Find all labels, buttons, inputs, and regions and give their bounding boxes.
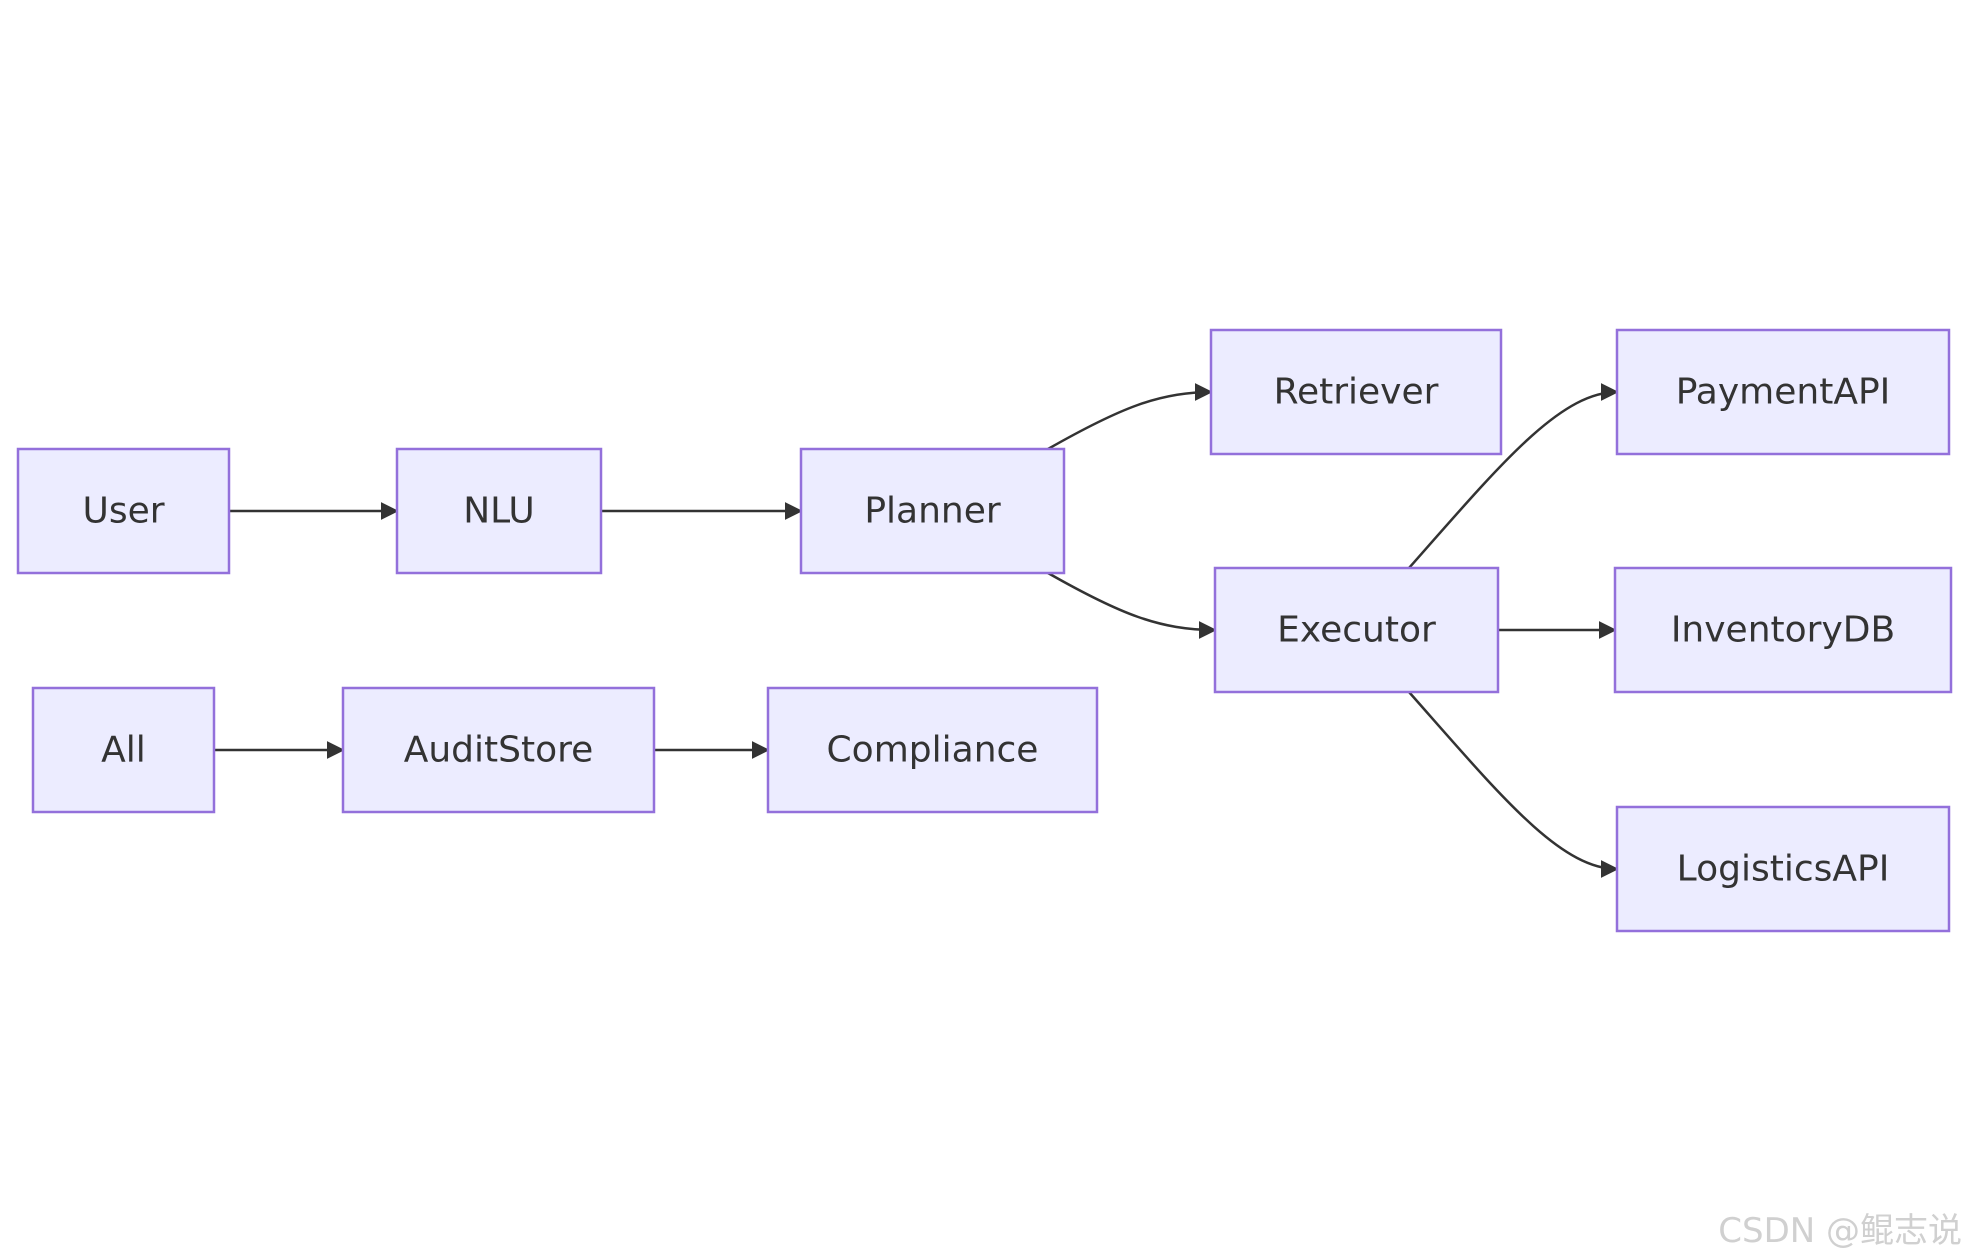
node-compliance: Compliance <box>766 686 1099 814</box>
node-label-compliance: Compliance <box>827 730 1039 771</box>
node-label-planner: Planner <box>864 491 1001 532</box>
edges-layer <box>214 383 1619 878</box>
edge-executor-to-logisticsapi <box>1408 691 1619 878</box>
node-box-auditstore <box>341 686 656 814</box>
node-label-inventorydb: InventoryDB <box>1671 610 1895 651</box>
node-all: All <box>31 686 216 814</box>
node-box-retriever <box>1209 328 1503 456</box>
node-label-logisticsapi: LogisticsAPI <box>1677 849 1890 890</box>
node-nlu: NLU <box>395 447 603 575</box>
edge-planner-to-executor <box>1047 571 1217 639</box>
node-executor: Executor <box>1213 566 1500 694</box>
node-box-compliance <box>766 686 1099 814</box>
edge-executor-to-paymentapi <box>1408 383 1619 569</box>
node-retriever: Retriever <box>1209 328 1503 456</box>
node-box-paymentapi <box>1615 328 1951 456</box>
node-box-logisticsapi <box>1615 805 1951 933</box>
node-label-nlu: NLU <box>463 491 535 532</box>
node-label-retriever: Retriever <box>1274 372 1439 413</box>
node-box-inventorydb <box>1613 566 1953 694</box>
node-box-user <box>16 447 231 575</box>
node-inventorydb: InventoryDB <box>1613 566 1953 694</box>
node-box-planner <box>799 447 1066 575</box>
node-logisticsapi: LogisticsAPI <box>1615 805 1951 933</box>
node-box-all <box>31 686 216 814</box>
watermark: CSDN @鲲志说 <box>1718 1211 1962 1251</box>
node-auditstore: AuditStore <box>341 686 656 814</box>
node-box-executor <box>1213 566 1500 694</box>
node-box-nlu <box>395 447 603 575</box>
edge-planner-to-retriever <box>1047 383 1213 451</box>
node-label-all: All <box>101 730 146 771</box>
node-paymentapi: PaymentAPI <box>1615 328 1951 456</box>
node-label-user: User <box>82 491 164 532</box>
node-user: User <box>16 447 231 575</box>
node-label-executor: Executor <box>1277 610 1436 651</box>
node-label-paymentapi: PaymentAPI <box>1676 372 1891 413</box>
node-planner: Planner <box>799 447 1066 575</box>
node-label-auditstore: AuditStore <box>404 730 594 771</box>
